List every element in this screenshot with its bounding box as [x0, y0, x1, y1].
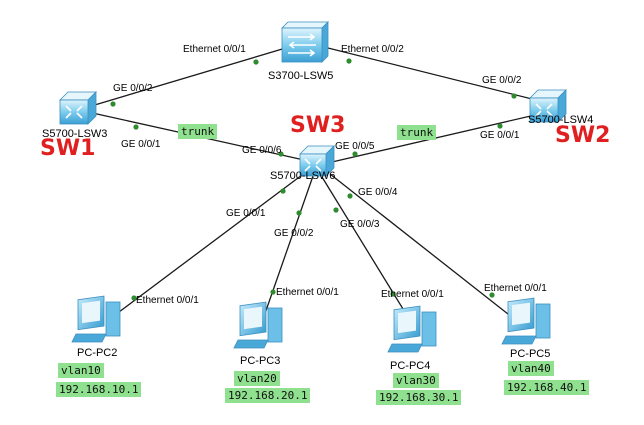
link-lsw5-sw2 — [319, 45, 549, 104]
port-label-sw3-ge001: GE 0/0/1 — [226, 208, 266, 219]
link-sw3-pc4 — [321, 176, 412, 323]
port-label-sw2-ge002: GE 0/0/2 — [482, 75, 522, 86]
device-label-lsw4: S5700-LSW4 — [528, 114, 594, 126]
link-sw1-lsw5 — [87, 43, 300, 108]
port-dot — [296, 210, 302, 216]
pc4-icon[interactable] — [387, 305, 437, 353]
switch-name-sw2: SW2 — [555, 123, 611, 148]
port-label-pc5-eth: Ethernet 0/0/1 — [484, 283, 547, 294]
device-label-pc5: PC-PC5 — [510, 348, 551, 360]
device-label-lsw6: S5700-LSW6 — [270, 170, 336, 182]
device-label-pc2: PC-PC2 — [77, 347, 118, 359]
port-dot — [346, 58, 352, 64]
link-sw2-sw3 — [331, 111, 549, 163]
vlan-label-pc2: vlan10 — [58, 363, 104, 378]
switch-lsw3-icon[interactable] — [59, 91, 97, 125]
port-label-sw2-ge001: GE 0/0/1 — [480, 130, 520, 141]
port-dot — [489, 292, 495, 298]
link-sw3-pc2 — [110, 171, 307, 319]
switch-lsw6-icon[interactable] — [299, 145, 335, 177]
port-label-sw3-ge002: GE 0/0/2 — [274, 228, 314, 239]
device-label-pc3: PC-PC3 — [240, 355, 281, 367]
port-dot — [131, 295, 137, 301]
ip-label-pc2: 192.168.10.1 — [56, 382, 142, 397]
port-dot — [511, 93, 517, 99]
trunk-label-left: trunk — [178, 124, 218, 139]
pc3-icon[interactable] — [233, 301, 283, 349]
ip-label-pc3: 192.168.20.1 — [225, 388, 311, 403]
vlan-label-pc4: vlan30 — [393, 373, 439, 388]
port-label-lsw5-eth2: Ethernet 0/0/2 — [341, 44, 404, 55]
vlan-label-pc5: vlan40 — [508, 361, 554, 376]
port-dot — [333, 207, 339, 213]
switch-name-sw3: SW3 — [290, 113, 346, 138]
pc2-icon[interactable] — [71, 295, 121, 343]
port-dot — [270, 289, 276, 295]
link-sw3-pc5 — [329, 173, 514, 319]
port-dot — [110, 101, 116, 107]
port-dot — [278, 151, 284, 157]
device-label-pc4: PC-PC4 — [390, 360, 431, 372]
port-dot — [352, 151, 358, 157]
port-label-sw1-ge001: GE 0/0/1 — [121, 139, 161, 150]
port-dot — [347, 193, 353, 199]
port-label-pc2-eth: Ethernet 0/0/1 — [136, 295, 199, 306]
port-dot — [280, 188, 286, 194]
port-label-lsw5-eth1: Ethernet 0/0/1 — [183, 44, 246, 55]
vlan-label-pc3: vlan20 — [234, 371, 280, 386]
port-label-sw3-ge005: GE 0/0/5 — [335, 141, 375, 152]
link-sw3-pc3 — [261, 175, 314, 323]
port-label-pc4-eth: Ethernet 0/0/1 — [381, 289, 444, 300]
port-label-sw3-ge003: GE 0/0/3 — [340, 219, 380, 230]
port-dot — [133, 124, 139, 130]
trunk-label-right: trunk — [397, 125, 437, 140]
port-label-sw3-ge004: GE 0/0/4 — [358, 187, 398, 198]
device-label-lsw3: S5700-LSW3 — [42, 128, 108, 140]
switch-name-sw1: SW1 — [40, 136, 96, 161]
switch-lsw4-icon[interactable] — [529, 89, 567, 123]
port-label-sw3-ge006: GE 0/0/6 — [242, 145, 282, 156]
ip-label-pc4: 192.168.30.1 — [376, 390, 462, 405]
device-label-lsw5: S3700-LSW5 — [268, 70, 334, 82]
port-dot — [390, 291, 396, 297]
port-label-sw1-ge002: GE 0/0/2 — [113, 83, 153, 94]
pc5-icon[interactable] — [501, 297, 551, 345]
port-label-pc3-eth: Ethernet 0/0/1 — [276, 287, 339, 298]
port-dot — [497, 123, 503, 129]
ip-label-pc5: 192.168.40.1 — [504, 380, 590, 395]
port-dot — [253, 59, 259, 65]
switch-lsw5-icon[interactable] — [281, 21, 329, 63]
